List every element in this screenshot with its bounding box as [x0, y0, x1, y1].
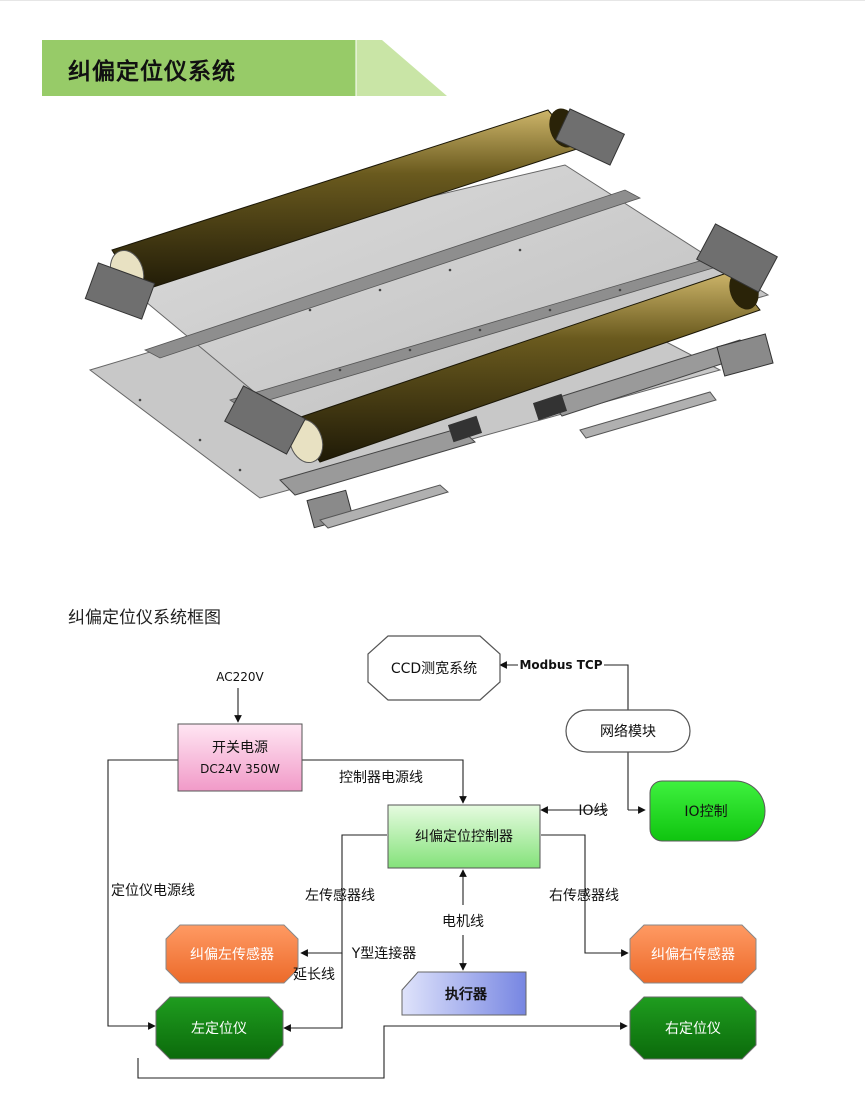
- right-locator-node: 右定位仪: [629, 996, 757, 1060]
- controller-box: 纠偏定位控制器: [387, 804, 541, 869]
- motor-line-label: 电机线: [442, 914, 484, 930]
- actuator-label: 执行器: [445, 986, 488, 1003]
- controller-label: 纠偏定位控制器: [415, 829, 513, 845]
- svg-text:AC220V: AC220V: [216, 670, 264, 684]
- system-block-diagram: AC220V 开关电源 DC24V 350W CCD测宽系统 网络模块 IO控制…: [107, 635, 766, 1079]
- top-rule: [0, 0, 865, 1]
- y-connector-label: Y型连接器: [351, 945, 417, 962]
- right-sensor-line-label: 右传感器线: [549, 887, 619, 904]
- modbus-label: Modbus TCP: [519, 658, 602, 672]
- left-sensor-line-label: 左传感器线: [305, 887, 375, 904]
- left-locator-node: 左定位仪: [155, 996, 284, 1060]
- ccd-system-label: CCD测宽系统: [391, 660, 477, 677]
- ac-input-label: AC220V: [216, 670, 264, 684]
- left-sensor-label: 纠偏左传感器: [190, 946, 274, 963]
- ccd-system-node: CCD测宽系统: [367, 635, 501, 701]
- page-title: 纠偏定位仪系统: [68, 59, 236, 85]
- io-line-label: IO线: [578, 803, 607, 819]
- power-supply-box: 开关电源 DC24V 350W: [177, 723, 303, 792]
- network-module-label: 网络模块: [600, 724, 656, 740]
- right-sensor-label: 纠偏右传感器: [651, 946, 735, 963]
- extension-label: 延长线: [293, 967, 335, 983]
- io-control-node: IO控制: [649, 780, 766, 842]
- power-supply-line2: DC24V 350W: [200, 762, 280, 776]
- left-locator-label: 左定位仪: [191, 1021, 247, 1037]
- controller-power-label: 控制器电源线: [339, 770, 423, 786]
- power-supply-line1: 开关电源: [212, 740, 268, 756]
- title-banner: [42, 40, 447, 96]
- deviation-correction-machine-illustration: [84, 108, 778, 529]
- locator-power-label: 定位仪电源线: [111, 883, 195, 899]
- right-locator-label: 右定位仪: [665, 1021, 721, 1037]
- diagram-title: 纠偏定位仪系统框图: [68, 608, 221, 628]
- network-module-node: 网络模块: [565, 709, 691, 753]
- actuator-node: 执行器: [401, 971, 527, 1016]
- right-sensor-node: 纠偏右传感器: [629, 924, 757, 984]
- left-sensor-node: 纠偏左传感器: [165, 924, 299, 984]
- io-control-label: IO控制: [684, 804, 727, 820]
